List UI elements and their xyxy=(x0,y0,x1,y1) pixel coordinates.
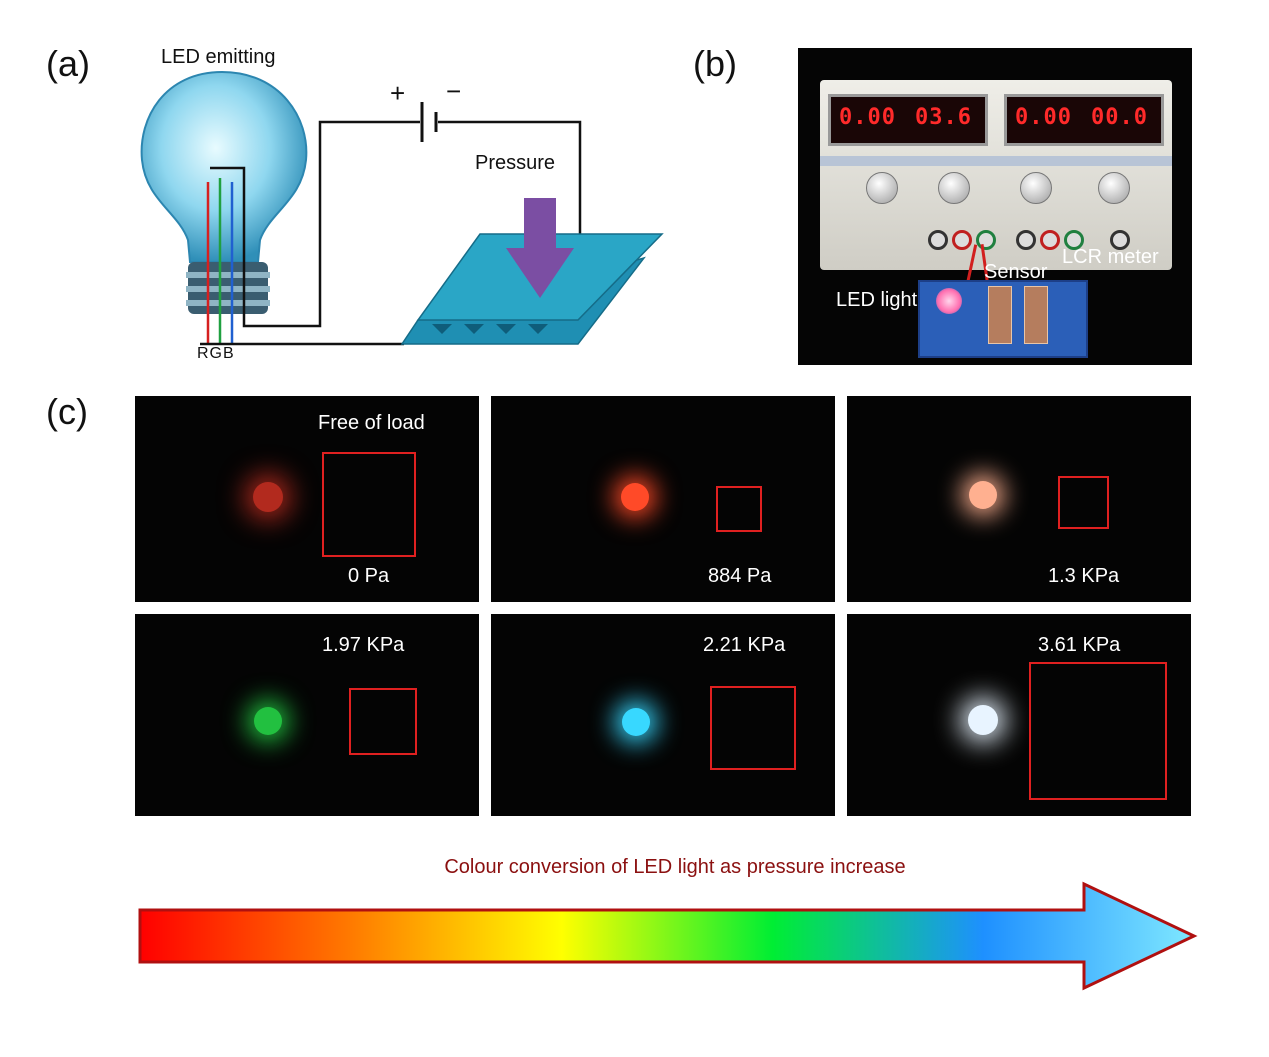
led-spot xyxy=(621,483,649,511)
psu-label-band xyxy=(820,156,1172,166)
led-spot xyxy=(969,481,997,509)
pressure-value-label: 884 Pa xyxy=(708,565,772,587)
label-sensor: Sensor xyxy=(984,261,1048,283)
sensor-highlight-frame xyxy=(1029,662,1167,800)
panel-label-c: (c) xyxy=(46,391,88,432)
display-right: 0.00 00.0 xyxy=(1004,94,1164,146)
bulb-label: LED emitting xyxy=(161,46,276,68)
panel-label-a: (a) xyxy=(46,43,90,84)
pressure-value-label: 2.21 KPa xyxy=(703,634,786,656)
display-left: 0.00 03.6 xyxy=(828,94,988,146)
knob-current-1 xyxy=(866,172,898,204)
pressure-label: Pressure xyxy=(475,152,556,174)
sensor-highlight-frame xyxy=(716,486,762,532)
label-led-light: LED light xyxy=(836,289,918,311)
battery-minus: − xyxy=(446,76,462,106)
circuit-diagram xyxy=(140,70,664,346)
sensor-highlight-frame xyxy=(349,688,417,755)
terminal-jack xyxy=(952,230,972,250)
pressure-photo-cell: 0 Pa xyxy=(135,396,479,602)
circuit-wire-top xyxy=(210,120,420,328)
pressure-value-label: 0 Pa xyxy=(348,565,390,587)
led-spot xyxy=(253,482,283,512)
power-supply: 0.00 03.6 0.00 00.0 xyxy=(820,80,1172,270)
pressure-value-label: 3.61 KPa xyxy=(1038,634,1121,656)
pressure-value-label: 1.3 KPa xyxy=(1048,565,1120,587)
pressure-photo-cell: 1.3 KPa xyxy=(847,396,1191,602)
pressure-photo-cell: 1.97 KPa xyxy=(135,614,479,816)
sensor-electrode xyxy=(1024,286,1048,344)
circuit-wire-right xyxy=(438,120,582,236)
display-left-voltage: 03.6 xyxy=(915,105,972,130)
display-left-current: 0.00 xyxy=(839,105,896,130)
knob-current-2 xyxy=(1020,172,1052,204)
color-arrow xyxy=(138,881,1198,991)
pressure-value-label: 1.97 KPa xyxy=(322,634,405,656)
sensor-highlight-frame xyxy=(322,452,416,557)
pressure-photo-cell: 2.21 KPa xyxy=(491,614,835,816)
battery-plus: + xyxy=(390,78,406,108)
pressure-photo-cell: 884 Pa xyxy=(491,396,835,602)
knob-voltage-2 xyxy=(1098,172,1130,204)
terminal-jack xyxy=(1016,230,1036,250)
terminal-jack xyxy=(1040,230,1060,250)
sensor-highlight-frame xyxy=(1058,476,1109,529)
display-right-current: 0.00 xyxy=(1015,105,1072,130)
display-right-voltage: 00.0 xyxy=(1091,105,1148,130)
terminal-jack xyxy=(928,230,948,250)
label-lcr-meter: LCR meter xyxy=(1062,246,1159,268)
pressure-photo-cell: 3.61 KPa xyxy=(847,614,1191,816)
panel-label-b: (b) xyxy=(693,43,737,84)
rgb-label: RGB xyxy=(197,345,235,362)
led-glow xyxy=(936,288,962,314)
terminal-jack xyxy=(1064,230,1084,250)
free-of-load-label: Free of load xyxy=(318,412,425,434)
sensor-electrode xyxy=(988,286,1012,344)
led-spot xyxy=(254,707,282,735)
setup-photo: 0.00 03.6 0.00 00.0 LED light Sensor LCR… xyxy=(798,48,1192,365)
pressure-arrow xyxy=(506,198,574,298)
led-spot xyxy=(622,708,650,736)
terminal-jack xyxy=(1110,230,1130,250)
sensor-highlight-frame xyxy=(710,686,796,770)
led-spot xyxy=(968,705,998,735)
arrow-caption: Colour conversion of LED light as pressu… xyxy=(444,856,906,878)
knob-voltage-1 xyxy=(938,172,970,204)
